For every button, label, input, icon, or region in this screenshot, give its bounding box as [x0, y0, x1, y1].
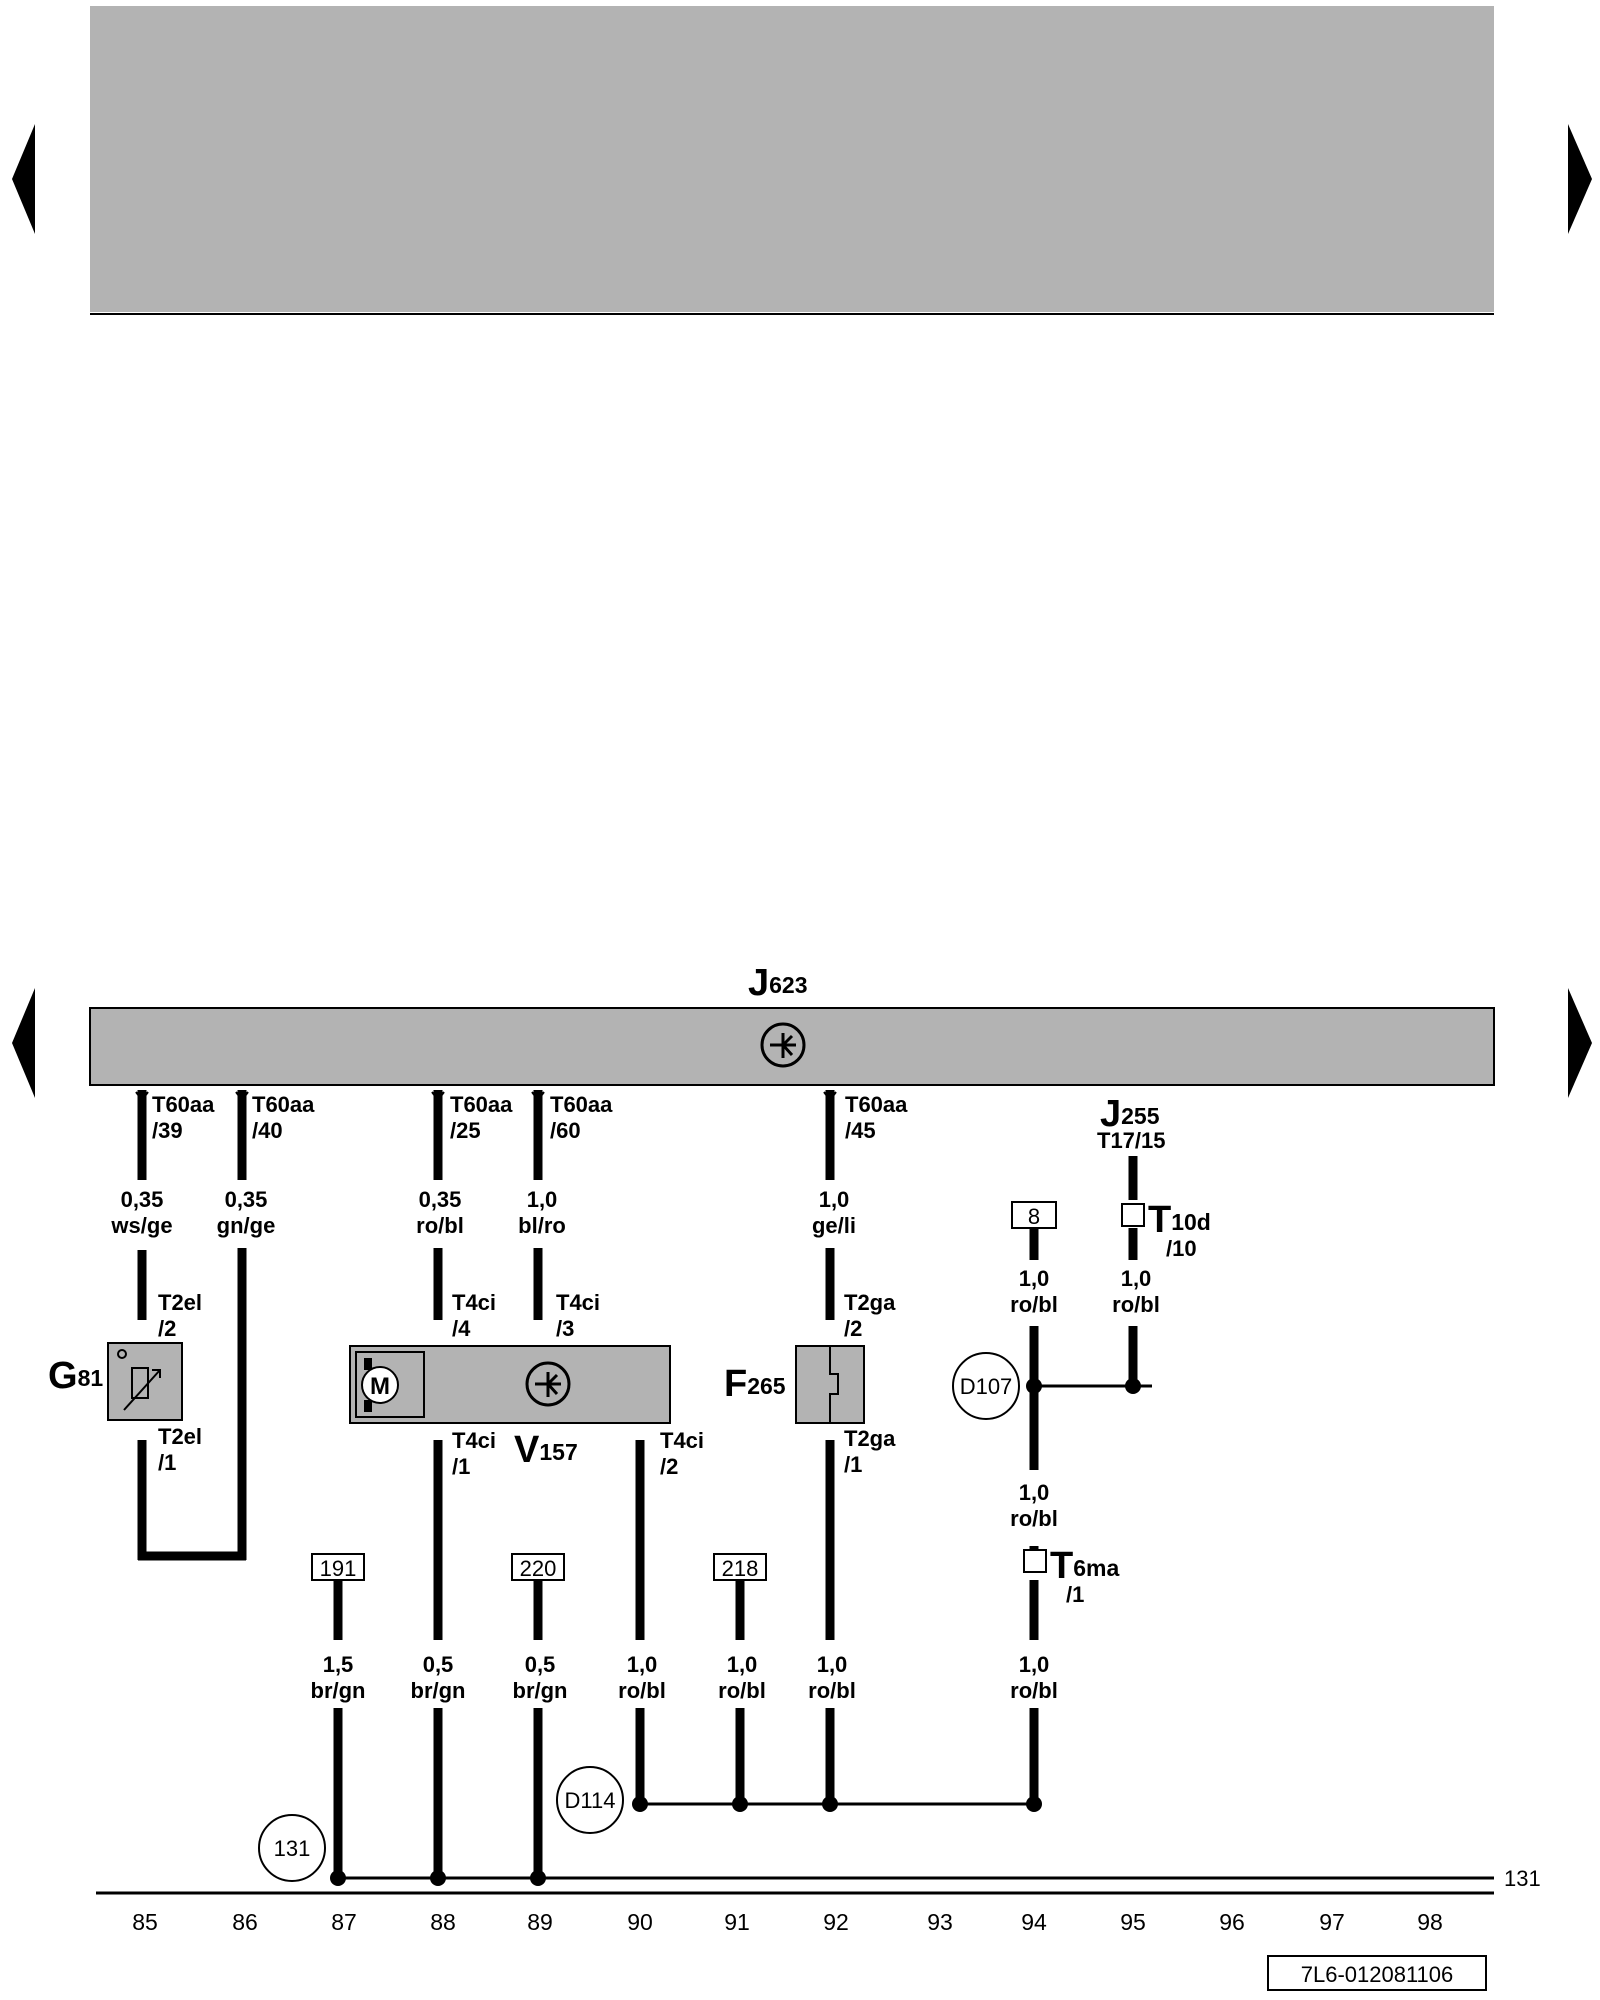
g81-pin-bottom: T2el/1	[158, 1424, 202, 1475]
g81-sensor	[107, 1342, 183, 1421]
pin-label-t60aa-25: T60aa/25	[450, 1092, 513, 1143]
v157-pin-3: T4ci/3	[556, 1290, 600, 1341]
junction-dot	[1026, 1378, 1042, 1394]
prev-page-arrow-bottom[interactable]	[12, 988, 35, 1098]
j255-label: J255	[1100, 1093, 1160, 1135]
t6ma-label: T6ma	[1050, 1545, 1119, 1587]
ref-box-218	[713, 1553, 767, 1581]
ref-box-8	[1011, 1201, 1057, 1229]
svg-text:M: M	[370, 1373, 390, 1400]
connector-icon	[1121, 1203, 1145, 1227]
doc-id-box	[1267, 1955, 1487, 1991]
f265-pin-top: T2ga/2	[844, 1290, 896, 1341]
electronic-symbol-icon	[525, 1361, 571, 1407]
junction-d107-text: D107	[960, 1374, 1013, 1399]
column-number: 92	[823, 1909, 849, 1935]
ground-bus-131-label: 131	[1504, 1866, 1541, 1891]
j623-label: J623	[748, 962, 808, 1004]
v157-pin-2: T4ci/2	[660, 1428, 704, 1479]
junction-dot	[530, 1870, 546, 1886]
j255-pin: T17/15	[1097, 1128, 1166, 1153]
ref-box-220-text: 220	[520, 1556, 557, 1581]
pin-label-t60aa-40: T60aa/40	[252, 1092, 315, 1143]
junction-dot	[1125, 1378, 1141, 1394]
column-number: 96	[1219, 1909, 1245, 1935]
motor-icon: M	[361, 1358, 399, 1412]
ref-box-218-text: 218	[722, 1556, 759, 1581]
g81-label: G81	[48, 1355, 103, 1397]
column-number: 89	[527, 1909, 553, 1935]
junction-dot	[822, 1796, 838, 1812]
column-number: 93	[927, 1909, 953, 1935]
column-number: 98	[1417, 1909, 1443, 1935]
junction-d114-text: D114	[565, 1788, 616, 1813]
v157-pin-1: T4ci/1	[452, 1428, 496, 1479]
junction-d114	[556, 1766, 624, 1834]
junction-d107	[952, 1352, 1020, 1420]
ground-point-131-text: 131	[274, 1836, 311, 1861]
next-page-arrow-bottom[interactable]	[1568, 988, 1592, 1098]
column-number: 95	[1120, 1909, 1146, 1935]
electronic-symbol-icon	[760, 1022, 806, 1068]
prev-page-arrow-top[interactable]	[12, 124, 35, 234]
v157-label: V157	[514, 1429, 578, 1471]
thermistor-icon	[117, 1349, 161, 1411]
upper-control-unit-panel	[90, 6, 1494, 312]
g81-pin-top: T2el/2	[158, 1290, 202, 1341]
ref-box-191	[311, 1553, 365, 1581]
column-number: 88	[430, 1909, 456, 1935]
connector-icon	[1023, 1549, 1047, 1573]
v157-motor-housing	[355, 1351, 425, 1418]
t10d-label: T10d	[1148, 1199, 1211, 1241]
ref-box-191-text: 191	[320, 1556, 357, 1581]
pin-label-t60aa-45: T60aa/45	[845, 1092, 908, 1143]
junction-dot	[732, 1796, 748, 1812]
doc-id: 7L6-012081106	[1301, 1962, 1454, 1987]
column-number: 97	[1319, 1909, 1345, 1935]
f265-label: F265	[724, 1363, 786, 1405]
pin-label-t60aa-60: T60aa/60	[550, 1092, 613, 1143]
v157-pin-4: T4ci/4	[452, 1290, 496, 1341]
column-number: 87	[331, 1909, 357, 1935]
column-number: 94	[1021, 1909, 1047, 1935]
pin-arrow-icon	[135, 1091, 837, 1102]
junction-dot	[430, 1870, 446, 1886]
next-page-arrow-top[interactable]	[1568, 124, 1592, 234]
f265-pin-bottom: T2ga/1	[844, 1426, 896, 1477]
ground-point-131	[258, 1814, 326, 1882]
thermo-switch-icon	[829, 1346, 839, 1423]
junction-dot	[1026, 1796, 1042, 1812]
ref-box-8-text: 8	[1028, 1204, 1040, 1229]
column-number: 86	[232, 1909, 258, 1935]
ref-box-220	[511, 1553, 565, 1581]
junction-dot	[330, 1870, 346, 1886]
t6ma-pin: /1	[1066, 1582, 1084, 1607]
junction-dot	[632, 1796, 648, 1812]
column-number: 91	[724, 1909, 750, 1935]
column-number: 90	[627, 1909, 653, 1935]
t10d-pin: /10	[1166, 1236, 1197, 1261]
column-number: 85	[132, 1909, 158, 1935]
v157-motor-unit	[349, 1345, 671, 1424]
pin-label-t60aa-39: T60aa/39	[152, 1092, 215, 1143]
